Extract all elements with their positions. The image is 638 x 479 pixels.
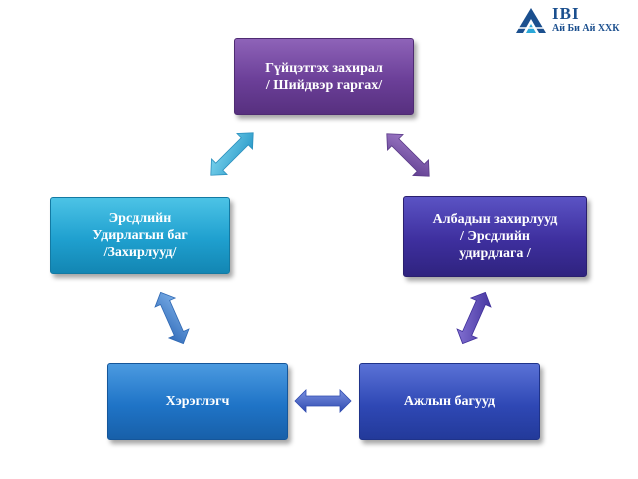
double-arrow-icon — [210, 132, 254, 176]
double-arrow-icon — [386, 133, 430, 177]
node-work-teams: Ажлын багууд — [359, 363, 540, 440]
node-executive-director: Гүйцэтгэх захирал / Шийдвэр гаргах/ — [234, 38, 414, 115]
node-risk-management-team: Эрсдлийн Удирлагын баг /Захирлууд/ — [50, 197, 230, 274]
node-customer: Хэрэглэгч — [107, 363, 288, 440]
logo-name: IBI — [552, 4, 580, 23]
double-arrow-icon — [154, 291, 190, 345]
logo-subtitle: Ай Би Ай ХХК — [552, 23, 620, 34]
double-arrow-icon — [294, 389, 352, 413]
company-logo: IBI Ай Би Ай ХХК — [514, 4, 634, 36]
logo-mark-icon — [516, 8, 546, 33]
double-arrow-icon — [456, 291, 492, 345]
node-department-directors: Албадын захирлууд / Эрсдлийн удирдлага / — [403, 196, 587, 277]
